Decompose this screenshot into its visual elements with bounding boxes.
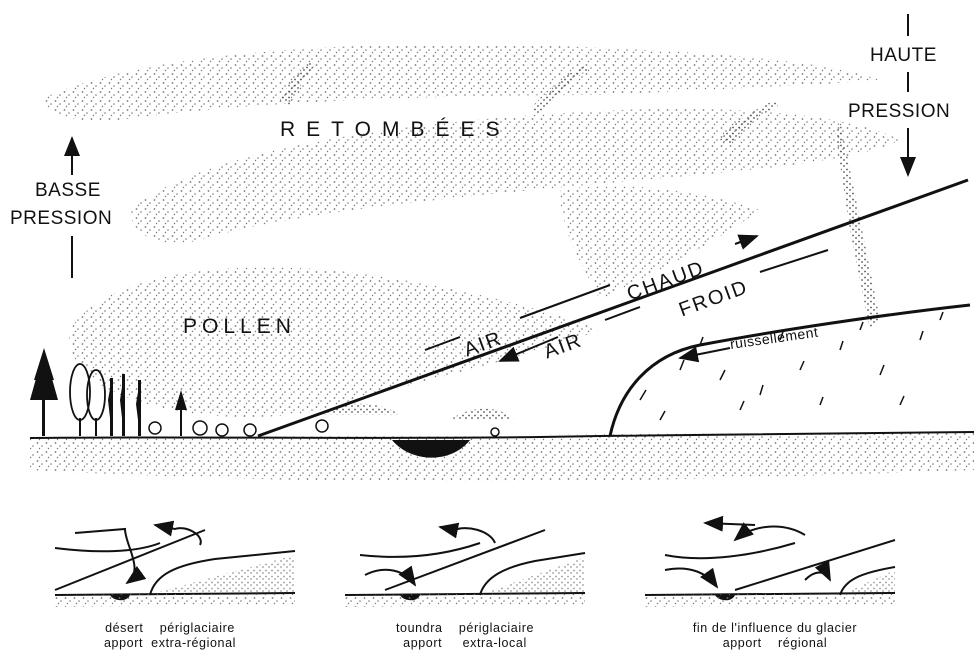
glacier	[610, 305, 970, 436]
panel-3-caption: fin de l'influence du glacier apport rég…	[635, 621, 915, 651]
pollen-label: POLLEN	[183, 315, 296, 339]
panel-1-caption-line2: apport extra-régional	[40, 636, 300, 651]
basse-pression-label: PRESSION	[10, 208, 112, 230]
ground	[30, 432, 974, 482]
panel-3-artwork	[645, 523, 895, 607]
panel-2-artwork	[345, 527, 585, 607]
haute-pression-label: PRESSION	[848, 101, 950, 123]
basse-label: BASSE	[35, 180, 101, 202]
panel-1-artwork	[55, 525, 295, 607]
panel-1-caption-line1: désert périglaciaire	[40, 621, 300, 636]
panel-2-caption-line2: apport extra-local	[335, 636, 595, 651]
panel-2-caption-line1: toundra périglaciaire	[335, 621, 595, 636]
panel-1-caption: désert périglaciaire apport extra-région…	[40, 621, 300, 651]
retombees-label: RETOMBÉES	[280, 118, 510, 142]
pollen-clouds	[40, 44, 900, 420]
panel-3-caption-line1: fin de l'influence du glacier	[635, 621, 915, 636]
panel-2-caption: toundra périglaciaire apport extra-local	[335, 621, 595, 651]
haute-label: HAUTE	[870, 45, 937, 67]
panel-3-caption-line2: apport régional	[635, 636, 915, 651]
